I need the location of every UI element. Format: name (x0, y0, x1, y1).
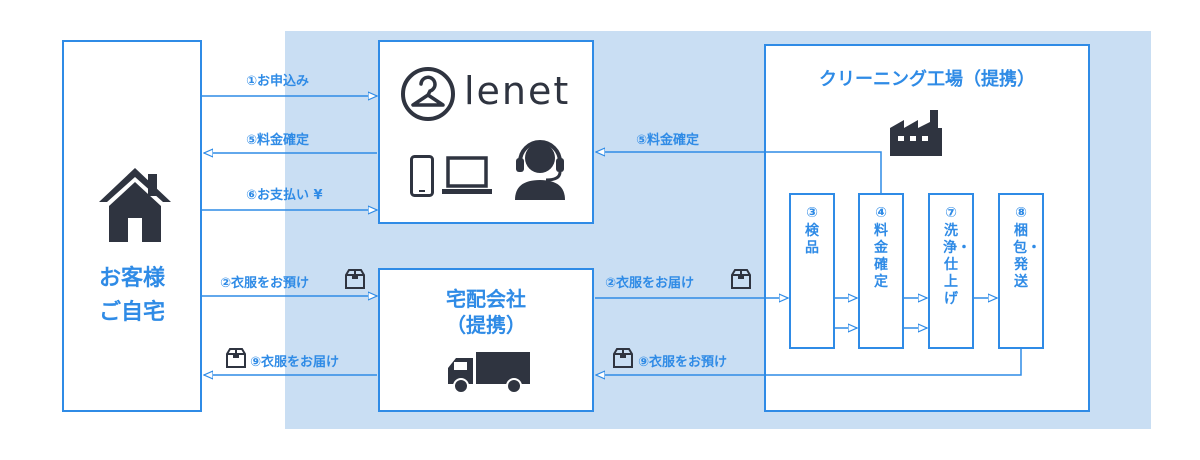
smartphone-icon (410, 155, 434, 197)
laptop-icon (442, 156, 492, 194)
package-icon (345, 269, 365, 289)
step-price-confirm: ④ 料金確定 (858, 193, 904, 349)
step-label: 検品 (805, 223, 819, 256)
house-icon (99, 168, 171, 242)
courier-label-line1: 宅配会社 (446, 287, 526, 311)
arrow-price-from-factory (596, 152, 882, 193)
truck-icon (448, 352, 530, 394)
headset-operator-icon (515, 140, 565, 200)
step-number: ③ (806, 205, 818, 221)
label-price-to-customer: ⑤料金確定 (246, 133, 310, 148)
package-icon (226, 348, 246, 368)
customer-home-box: お客様 ご自宅 (62, 40, 202, 412)
label-price-from-factory: ⑤料金確定 (636, 133, 700, 148)
factory-title: クリーニング工場（提携） (819, 69, 1035, 90)
step-number: ⑦ (945, 205, 957, 221)
package-icon (731, 269, 751, 289)
package-icon (613, 348, 633, 368)
step-number: ⑧ (1015, 205, 1027, 221)
factory-icon (890, 110, 942, 156)
customer-label-line2: ご自宅 (98, 300, 165, 325)
courier-company-box: 宅配会社 （提携） (378, 268, 594, 412)
step-label: 梱包・発送 (1013, 223, 1041, 290)
lenet-service-box: lenet (378, 40, 594, 224)
arrow-return-from-factory (596, 349, 1022, 375)
step-pack-ship: ⑧ 梱包・発送 (998, 193, 1044, 349)
step-inspection: ③ 検品 (789, 193, 835, 349)
label-pickup: ②衣服をお預け (220, 276, 310, 291)
step-number: ④ (875, 205, 887, 221)
step-label: 料金確定 (874, 223, 888, 290)
customer-label-line1: お客様 (98, 266, 165, 291)
label-payment: ⑥お支払い ¥ (246, 188, 323, 203)
hanger-logo-icon (401, 67, 455, 121)
courier-label-line2: （提携） (446, 313, 526, 337)
label-apply: ①お申込み (246, 74, 310, 89)
label-return-from-factory: ⑨衣服をお預け (638, 355, 728, 370)
label-return-to-customer: ⑨衣服をお届け (250, 355, 340, 370)
lenet-logo-text: lenet (464, 69, 571, 113)
label-deliver-to-factory: ②衣服をお届け (605, 276, 695, 291)
step-wash-finish: ⑦ 洗浄・仕上げ (928, 193, 974, 349)
